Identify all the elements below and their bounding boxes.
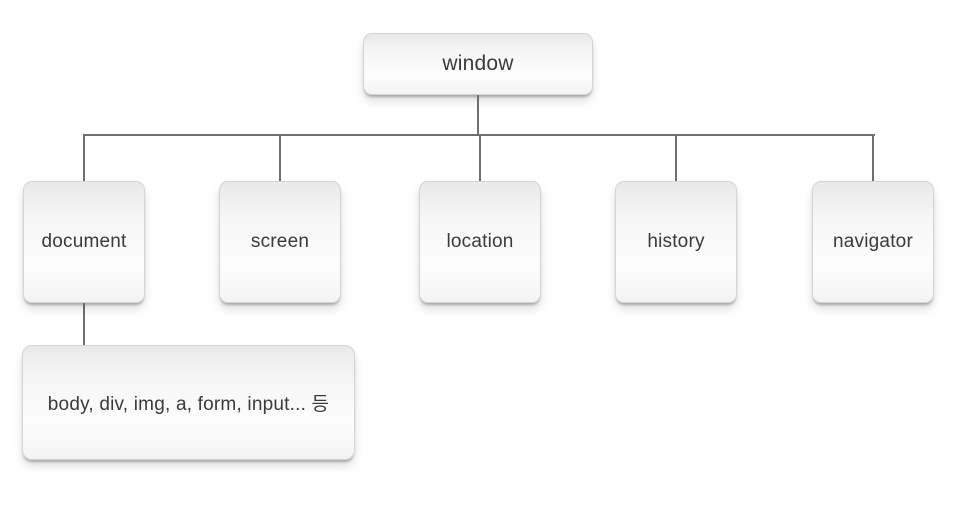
connector-drop-navigator bbox=[872, 136, 874, 182]
node-document: document bbox=[23, 181, 145, 303]
node-screen-label: screen bbox=[250, 231, 310, 252]
node-history-label: history bbox=[647, 231, 705, 252]
connector-document-child-stem bbox=[83, 303, 85, 345]
node-location-label: location bbox=[446, 231, 514, 252]
node-history: history bbox=[615, 181, 737, 303]
connector-drop-document bbox=[83, 136, 85, 182]
connector-bus-line bbox=[83, 134, 875, 136]
node-navigator-label: navigator bbox=[833, 231, 913, 252]
connector-window-stem bbox=[477, 95, 479, 136]
connector-drop-screen bbox=[279, 136, 281, 182]
node-window-label: window bbox=[442, 52, 514, 75]
node-dom-elements: body, div, img, a, form, input... 등 bbox=[22, 345, 355, 460]
node-navigator: navigator bbox=[812, 181, 934, 303]
connector-drop-history bbox=[675, 136, 677, 182]
node-screen: screen bbox=[219, 181, 341, 303]
node-document-label: document bbox=[41, 231, 127, 252]
node-window: window bbox=[363, 33, 593, 95]
node-dom-elements-label: body, div, img, a, form, input... 등 bbox=[47, 394, 330, 415]
connector-drop-location bbox=[479, 136, 481, 182]
node-location: location bbox=[419, 181, 541, 303]
